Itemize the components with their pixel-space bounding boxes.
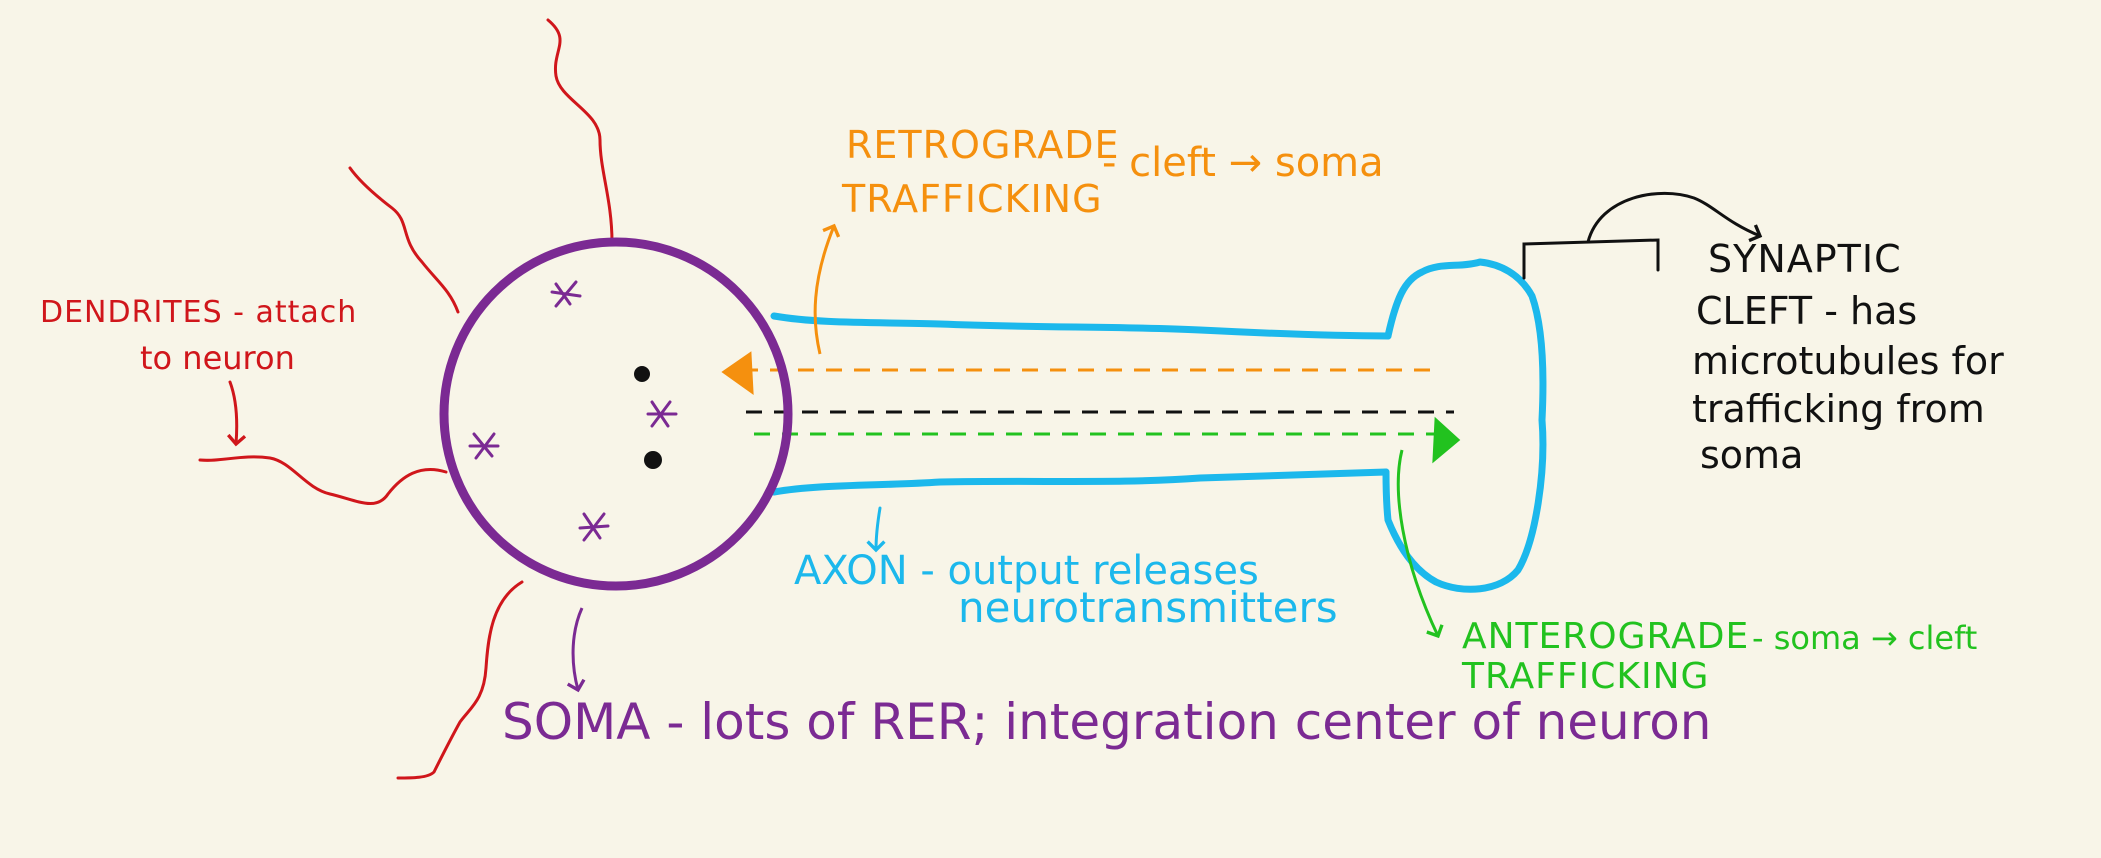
dendrite-pointer-arrow [226, 380, 247, 447]
dendrite-left [198, 455, 448, 505]
anterograde-arrowhead [1432, 416, 1461, 464]
dendrite-bottom [396, 580, 524, 780]
cleft-label-arrow [1586, 191, 1763, 244]
axon-label-line2: neurotransmitters [958, 583, 1338, 632]
synaptic-cleft-bracket [1522, 191, 1763, 280]
retrograde-label-arrow [813, 223, 841, 355]
soma-body [439, 237, 793, 591]
anterograde-title-line2: TRAFFICKING [1462, 656, 1710, 697]
soma-label-arrow [566, 607, 586, 693]
rer-star-1 [550, 280, 582, 308]
axon [770, 258, 1547, 593]
nucleus-dot-lower [644, 451, 662, 469]
dendrites-label-line1: DENDRITES - attach [40, 295, 358, 330]
axon-upper-membrane [770, 312, 1392, 340]
dendrites [198, 18, 614, 780]
axon-label-arrow [866, 506, 886, 553]
trafficking-lines [721, 223, 1461, 639]
synaptic-label-line5: soma [1700, 433, 1804, 477]
axon-label-line1: AXON - output releases [794, 548, 1259, 594]
rer-star-3 [468, 432, 500, 460]
anterograde-label-arrow [1396, 449, 1444, 639]
rer-star-4 [578, 512, 610, 542]
synaptic-label-line1: SYNAPTIC [1708, 237, 1902, 281]
axon-terminal-bulb [1382, 258, 1547, 593]
dendrite-top [546, 18, 614, 244]
synaptic-label-line3: microtubules for [1692, 339, 2004, 383]
nucleus-dot-upper [634, 366, 650, 382]
dendrites-label-line2: to neuron [140, 339, 295, 377]
retrograde-detail: - cleft → soma [1102, 140, 1384, 186]
cleft-bracket [1522, 238, 1660, 280]
dendrite-upper-left [348, 166, 460, 314]
retrograde-title-line1: RETROGRADE [846, 123, 1120, 167]
soma [439, 237, 793, 693]
synaptic-label-line2: CLEFT - has [1696, 289, 1918, 333]
anterograde-title-line1: ANTEROGRADE [1462, 616, 1750, 657]
synaptic-label-line4: trafficking from [1692, 387, 1985, 431]
retrograde-arrowhead [721, 351, 754, 396]
retrograde-title-line2: TRAFFICKING [842, 177, 1103, 221]
rer-star-2 [646, 400, 678, 428]
anterograde-detail: - soma → cleft [1752, 619, 1978, 657]
soma-caption: SOMA - lots of RER; integration center o… [502, 693, 1712, 751]
axon-lower-membrane [770, 468, 1390, 496]
rer-star-marks [468, 280, 678, 542]
